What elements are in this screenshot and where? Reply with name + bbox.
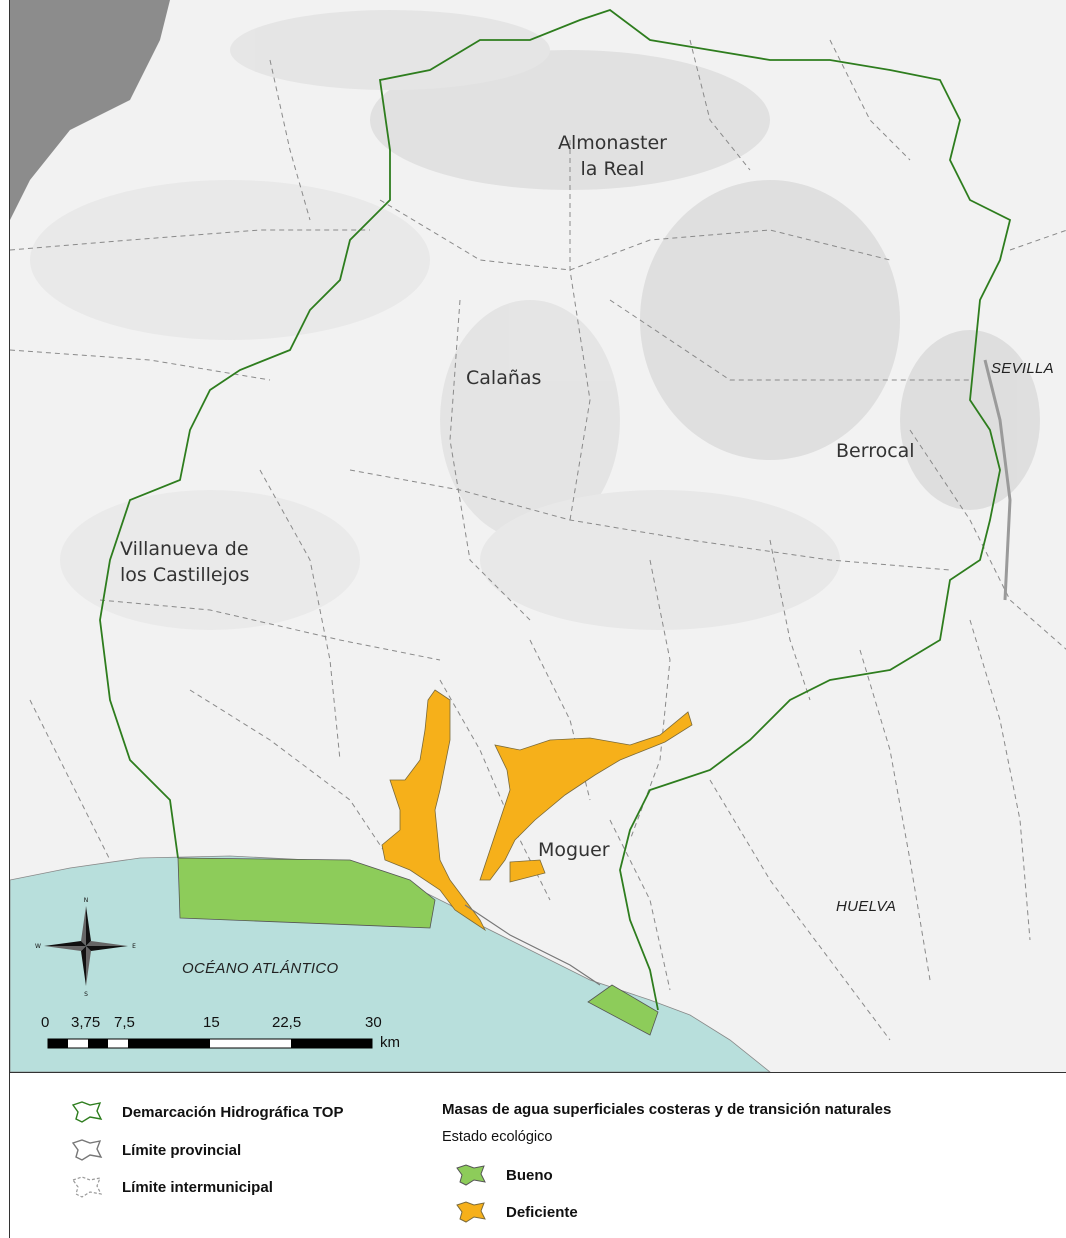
place-almonaster-line1: Almonaster [558,132,667,154]
place-villanueva-line2: los Castillejos [120,564,250,586]
legend-demarcacion: Demarcación Hidrográfica TOP [70,1099,343,1125]
scale-tick-3: 15 [203,1014,220,1031]
compass-rose: N S E W [35,897,136,998]
legend-deficiente: Deficiente [454,1199,578,1225]
legend-provincial: Límite provincial [70,1137,241,1163]
legend-bueno-label: Bueno [506,1166,553,1184]
compass-west: W [35,943,41,950]
scale-tick-2: 7,5 [114,1014,135,1031]
place-berrocal: Berrocal [836,440,915,462]
provincial-boundary [983,359,1012,601]
provincial-symbol-icon [71,1139,103,1161]
relief-shading [30,10,1040,630]
place-villanueva: Villanueva de los Castillejos [120,536,249,588]
scale-unit: km [380,1034,400,1051]
compass-north: N [84,897,89,904]
map-frame: N S E W Almonaster la Real Calañas Berro… [9,0,1066,1073]
bueno-swatch-icon [456,1164,486,1186]
coastal-spit [464,904,601,986]
legend-estado-title: Estado ecológico [442,1129,552,1145]
region-sevilla: SEVILLA [991,360,1054,377]
compass-south: S [84,991,88,998]
legend-bueno: Bueno [454,1162,553,1188]
portugal-area [10,0,170,220]
legend-provincial-label: Límite provincial [122,1141,242,1159]
region-huelva: HUELVA [836,898,897,915]
place-almonaster: Almonaster la Real [558,130,667,182]
deficiente-swatch-icon [456,1201,486,1223]
demarcacion-symbol-icon [71,1101,103,1123]
place-calanas: Calañas [466,367,542,389]
legend: Demarcación Hidrográfica TOP Límite prov… [9,1073,1066,1238]
scale-tick-0: 0 [41,1014,50,1031]
place-almonaster-line2: la Real [580,158,645,180]
legend-deficiente-label: Deficiente [506,1203,578,1221]
legend-intermunicipal-label: Límite intermunicipal [122,1178,273,1196]
demarcacion-boundary [99,8,1012,1011]
compass-east: E [132,943,136,950]
place-moguer: Moguer [538,839,610,861]
legend-demarcacion-label: Demarcación Hidrográfica TOP [122,1103,344,1121]
water-body-deficiente-west[interactable] [381,689,487,932]
scale-tick-4: 22,5 [272,1014,302,1031]
region-oceano: OCÉANO ATLÁNTICO [182,960,339,977]
legend-intermunicipal: Límite intermunicipal [70,1174,273,1200]
water-body-deficiente-east[interactable] [479,711,693,883]
intermunicipal-boundaries [10,39,1066,1041]
legend-masas-title: Masas de agua superficiales costeras y d… [442,1101,891,1118]
intermunicipal-symbol-icon [72,1176,103,1198]
map-canvas[interactable]: N S E W [10,0,1066,1072]
water-body-bueno-west[interactable] [177,857,436,929]
legend-estado-title-text: Estado ecológico [442,1129,553,1145]
water-body-bueno-east[interactable] [587,984,659,1036]
scale-bar [47,1038,373,1049]
place-villanueva-line1: Villanueva de [120,538,249,560]
scale-tick-1: 3,75 [71,1014,101,1031]
scale-tick-5: 30 [365,1014,382,1031]
legend-masas-title-text: Masas de agua superficiales costeras y d… [442,1101,892,1118]
